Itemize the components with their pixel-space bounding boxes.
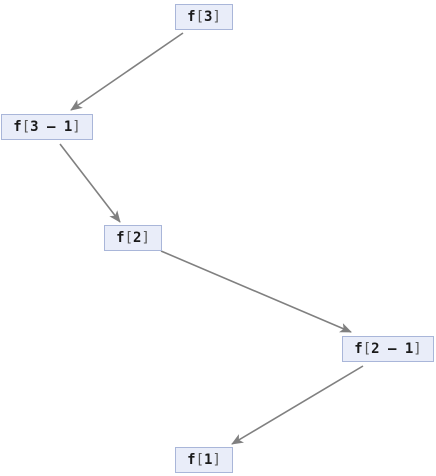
node-f-2-minus-1: f[2 – 1] [342,336,434,362]
node-arg-label: 3 [204,9,213,25]
edge-n2-n3 [160,250,352,333]
close-bracket: ] [212,452,221,468]
node-arg-label: 2 [133,230,142,246]
node-f-1: f[1] [175,447,233,473]
close-bracket: ] [141,230,150,246]
node-fn-label: f [116,230,125,246]
open-bracket: [ [124,230,133,246]
open-bracket: [ [21,119,31,135]
edge-n3-n4 [231,365,364,445]
node-arg-label: 2 – 1 [371,341,414,357]
node-arg-label: 1 [204,452,213,468]
edge-n1-n2 [59,143,121,223]
edge-n0-n1 [70,32,184,111]
open-bracket: [ [195,9,204,25]
node-f-3: f[3] [175,4,233,30]
node-fn-label: f [13,119,22,135]
close-bracket: ] [413,341,422,357]
node-fn-label: f [187,452,196,468]
node-fn-label: f [354,341,363,357]
node-arg-label: 3 – 1 [30,119,73,135]
close-bracket: ] [72,119,81,135]
close-bracket: ] [212,9,221,25]
open-bracket: [ [195,452,204,468]
node-f-3-minus-1: f[3 – 1] [1,114,93,140]
node-f-2: f[2] [104,225,162,251]
node-fn-label: f [187,9,196,25]
open-bracket: [ [362,341,372,357]
